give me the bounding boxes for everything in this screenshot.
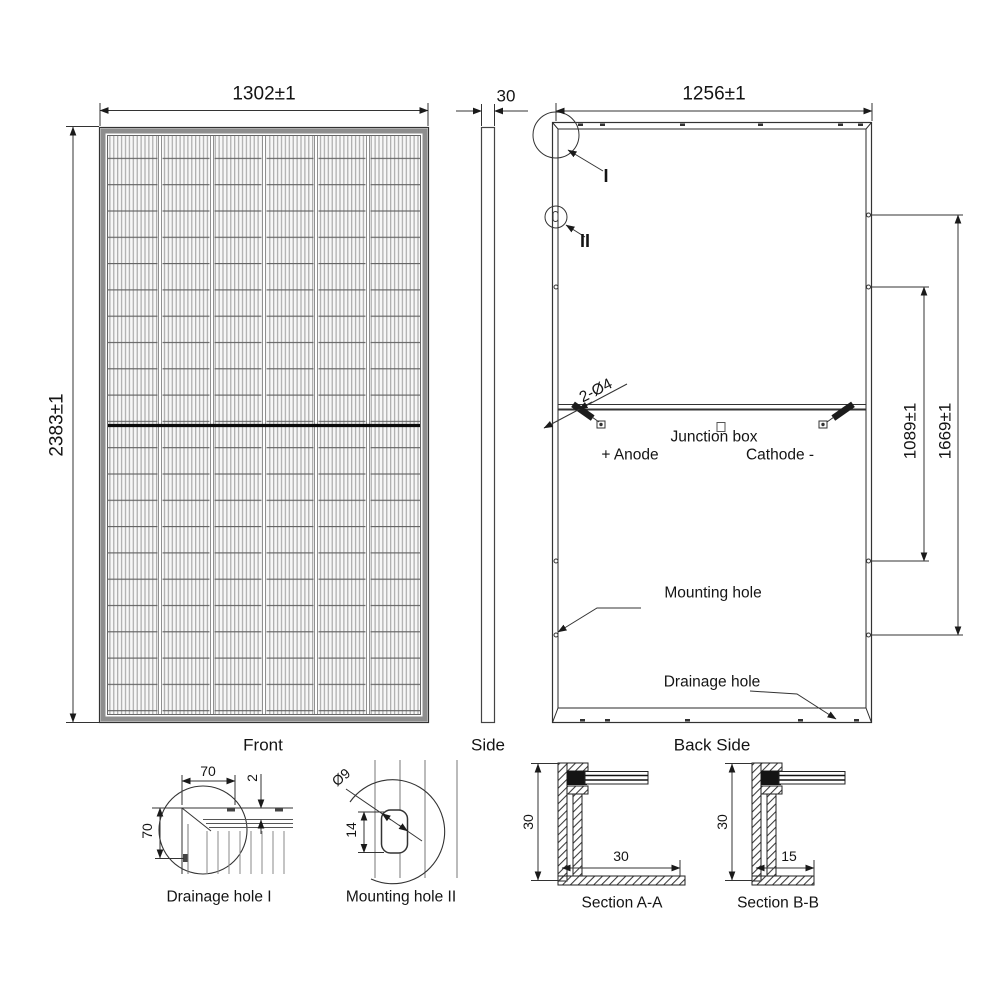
- cathode-connector: [831, 401, 855, 421]
- mounting-detail-dimensions: [345, 788, 423, 853]
- glass-stack: [567, 771, 587, 785]
- dim-back-width: 1256±1: [682, 83, 746, 105]
- section-bb-title: Section B-B: [737, 894, 819, 912]
- section-aa-title: Section A-A: [581, 894, 663, 912]
- dim-side-thickness: 30: [496, 86, 516, 106]
- view-label-front: Front: [243, 735, 283, 755]
- section-aa-dim-depth: 30: [613, 848, 629, 864]
- frame-holes: [553, 212, 871, 638]
- mounting-hole-label: Mounting hole: [664, 584, 762, 602]
- frame-slot-ticks: [578, 123, 863, 722]
- drainage-hole-label: Drainage hole: [663, 673, 761, 691]
- drainage-dim-height: 70: [139, 823, 155, 839]
- section-aa-dim-height: 30: [520, 814, 536, 830]
- section-bb-dimensions: [725, 763, 815, 881]
- side-view: [456, 104, 528, 724]
- section-aa-view: [531, 762, 686, 886]
- view-label-side: Side: [470, 735, 506, 755]
- cathode-label: Cathode -: [745, 446, 815, 464]
- junction-box-symbol: [716, 422, 726, 432]
- front-view: [66, 103, 430, 724]
- detail-ref-ii: II: [579, 231, 591, 251]
- drainage-detail-dimensions: [155, 774, 265, 859]
- back-view: [532, 103, 963, 724]
- back-dimensions: [555, 103, 963, 636]
- dim-mount-span: 1089±1: [900, 402, 920, 460]
- glass-stack: [761, 771, 781, 785]
- side-dimension: [456, 104, 528, 126]
- detail-ref-i: I: [603, 166, 609, 186]
- detail-drainage-hole: [152, 774, 293, 875]
- mounting-detail-title: Mounting hole II: [345, 888, 457, 906]
- leader-lines: [543, 383, 837, 720]
- section-bb-dim-height: 30: [714, 814, 730, 830]
- front-dimensions: [66, 103, 429, 723]
- drainage-dim-width: 70: [200, 763, 216, 779]
- anode-connector: [571, 401, 595, 421]
- detail-mounting-hole: [345, 760, 458, 885]
- drainage-detail-title: Drainage hole I: [166, 888, 272, 906]
- mounting-dim-length: 14: [343, 822, 359, 838]
- view-label-back: Back Side: [673, 735, 751, 755]
- section-bb-view: [725, 762, 846, 886]
- detail-callout-II: [544, 205, 586, 238]
- section-bb-dim-depth: 15: [781, 848, 797, 864]
- dim-front-width: 1302±1: [232, 83, 296, 105]
- junction-box-label: Junction box: [670, 428, 758, 446]
- drainage-hole-leader: [749, 690, 837, 720]
- dim-outer-span: 1669±1: [935, 402, 955, 460]
- section-aa-dimensions: [531, 763, 681, 881]
- mounting-hole-leader: [557, 607, 641, 633]
- drainage-dim-edge: 2: [244, 774, 260, 782]
- junction-box-rail: [558, 401, 866, 432]
- dim-front-height: 2383±1: [46, 393, 68, 457]
- anode-label: + Anode: [601, 446, 659, 464]
